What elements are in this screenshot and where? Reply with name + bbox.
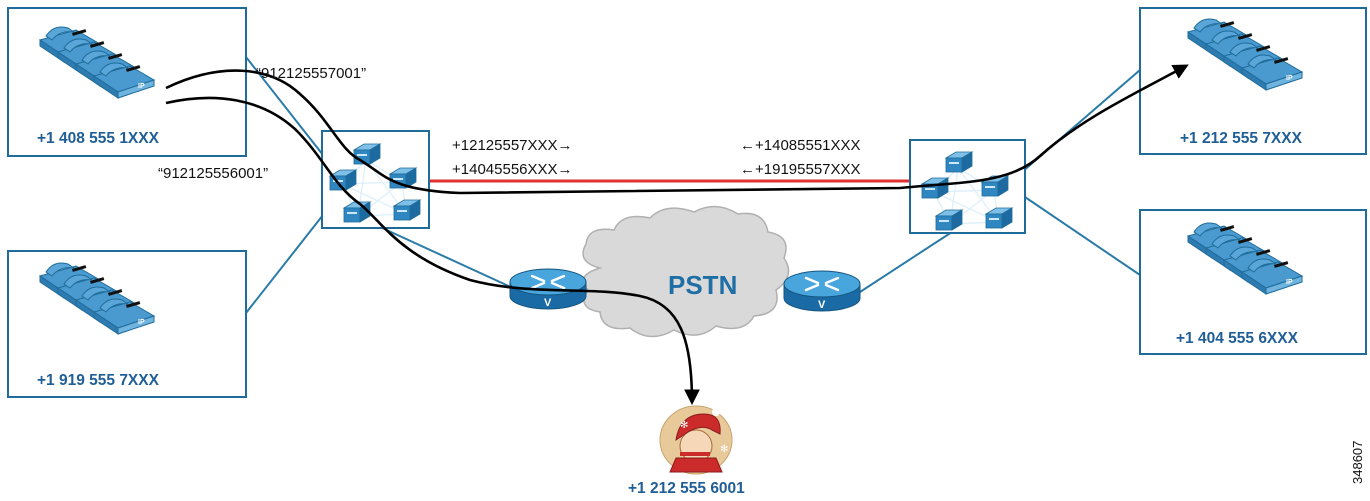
call-path-to-212-site (165, 64, 1189, 195)
site-404: +1 404 555 6XXX (1139, 209, 1367, 355)
trunk-route-right-2: ←+19195557XXX (740, 161, 861, 178)
pstn-user-icon: ✻ ✻ (659, 405, 733, 475)
site-919-label: +1 919 555 7XXX (37, 372, 160, 389)
figure-id: 348607 (1350, 441, 1365, 484)
voice-gateway-router-icon (782, 269, 862, 313)
call-paths (165, 64, 1189, 406)
trunk-route-right-1: ←+14085551XXX (740, 137, 861, 154)
pstn-label: PSTN (668, 270, 737, 300)
site-212-label: +1 212 555 7XXX (1180, 130, 1303, 147)
trunk-route-left-1: +12125557XXX→ (452, 137, 573, 154)
site-404-label: +1 404 555 6XXX (1176, 330, 1299, 347)
dialed-string-1: “912125557001” (256, 65, 366, 82)
pstn-user-number: +1 212 555 6001 (628, 480, 745, 497)
site-408-label: +1 408 555 1XXX (37, 130, 160, 147)
dialed-string-2: “912125556001” (158, 165, 268, 182)
pstn-cloud-icon (582, 205, 790, 338)
cluster-left (321, 130, 430, 229)
trunk-route-left-2: +14045556XXX→ (452, 161, 573, 178)
site-408: +1 408 555 1XXX (7, 7, 247, 157)
svg-text:✻: ✻ (720, 444, 728, 455)
site-212: +1 212 555 7XXX (1139, 7, 1367, 155)
network-links (245, 56, 1141, 314)
site-919: +1 919 555 7XXX (7, 250, 247, 398)
call-path-to-pstn-user (165, 96, 700, 406)
svg-text:✻: ✻ (680, 420, 688, 431)
